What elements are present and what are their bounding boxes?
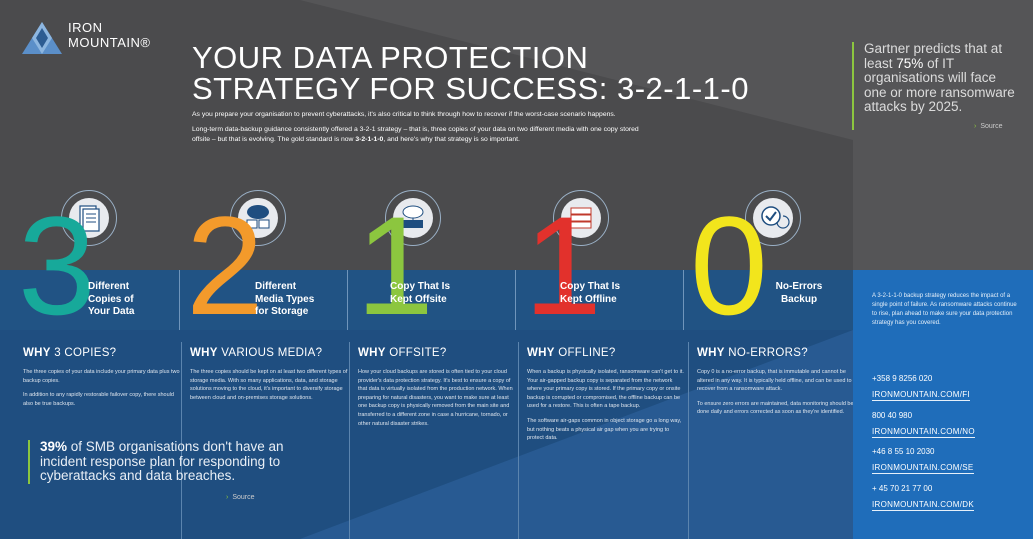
gartner-stat: Gartner predicts that at least 75% of IT… bbox=[864, 41, 1015, 114]
brand-name: IRON MOUNTAIN® bbox=[68, 20, 151, 50]
why-paragraph: The three copies should be kept on at le… bbox=[190, 369, 348, 401]
step-number: 1 bbox=[524, 187, 602, 344]
step-icon-ring bbox=[553, 190, 609, 246]
step-icon-ring bbox=[61, 190, 117, 246]
step-number: 1 bbox=[356, 187, 434, 344]
gartner-source-link[interactable]: ›Source bbox=[974, 122, 1003, 130]
intro-paragraph-2: Long-term data-backup guidance consisten… bbox=[192, 126, 639, 143]
contact-phone[interactable]: +46 8 55 10 2030 bbox=[872, 447, 935, 456]
why-column: WHY NO-ERRORS? Copy 0 is a no-error backu… bbox=[697, 346, 857, 423]
step-cell bbox=[516, 270, 684, 330]
tape-stack-icon bbox=[570, 207, 592, 229]
title-line-2: STRATEGY FOR SUCCESS: 3-2-1-1-0 bbox=[192, 71, 749, 106]
contact-block: + 45 70 21 77 00 IRONMOUNTAIN.COM/DK bbox=[872, 484, 1022, 512]
step-cell bbox=[180, 270, 348, 330]
intro-paragraph-1: As you prepare your organisation to prev… bbox=[192, 111, 616, 118]
contact-url-link[interactable]: IRONMOUNTAIN.COM/NO bbox=[872, 427, 975, 438]
contact-url-link[interactable]: IRONMOUNTAIN.COM/SE bbox=[872, 463, 974, 474]
step-cell bbox=[0, 270, 180, 330]
step-cell bbox=[348, 270, 516, 330]
contact-sidebar: A 3-2-1-1-0 backup strategy reduces the … bbox=[853, 270, 1033, 539]
document-stack-icon bbox=[79, 205, 100, 232]
smb-stat: 39% of SMB organisations don't have an i… bbox=[40, 439, 284, 483]
gartner-callout: Gartner predicts that at least 75% of IT… bbox=[852, 41, 1022, 130]
intro-text: As you prepare your organisation to prev… bbox=[192, 110, 647, 150]
why-heading: WHY NO-ERRORS? bbox=[697, 347, 808, 359]
cloud-storage-icon bbox=[246, 205, 270, 229]
title-line-1: YOUR DATA PROTECTION bbox=[192, 40, 589, 75]
why-heading: WHY OFFSITE? bbox=[358, 347, 447, 359]
why-column: WHY OFFLINE? When a backup is physically … bbox=[527, 346, 687, 449]
mountain-logo-icon bbox=[22, 22, 62, 54]
why-paragraph: Copy 0 is a no-error backup, that is imm… bbox=[697, 369, 852, 393]
steps-band bbox=[0, 270, 853, 330]
why-column: WHY VARIOUS MEDIA? The three copies shoul… bbox=[190, 346, 350, 408]
contact-url-link[interactable]: IRONMOUNTAIN.COM/DK bbox=[872, 500, 974, 511]
chevron-right-icon: › bbox=[226, 494, 229, 501]
step-number: 2 bbox=[186, 187, 264, 344]
iron-mountain-logo[interactable]: IRON MOUNTAIN® bbox=[22, 20, 162, 56]
step-number: 3 bbox=[18, 187, 96, 344]
contact-phone[interactable]: 800 40 980 bbox=[872, 411, 913, 420]
step-icon-ring bbox=[385, 190, 441, 246]
column-divider bbox=[688, 342, 689, 539]
chevron-right-icon: › bbox=[974, 122, 977, 130]
page-title: YOUR DATA PROTECTION STRATEGY FOR SUCCES… bbox=[192, 42, 752, 104]
why-column: WHY OFFSITE? How your cloud backups are s… bbox=[358, 346, 518, 434]
why-paragraph: The software air-gaps common in object s… bbox=[527, 417, 682, 442]
smb-source-link[interactable]: ›Source bbox=[226, 494, 255, 501]
why-paragraph: How your cloud backups are stored is oft… bbox=[358, 369, 513, 427]
why-heading: WHY VARIOUS MEDIA? bbox=[190, 347, 323, 359]
cloud-network-icon bbox=[402, 205, 424, 228]
why-paragraph: The three copies of your data include yo… bbox=[23, 369, 180, 384]
step-icon-ring bbox=[745, 190, 801, 246]
column-divider bbox=[349, 342, 350, 539]
why-heading: WHY OFFLINE? bbox=[527, 347, 616, 359]
sidebar-blurb: A 3-2-1-1-0 backup strategy reduces the … bbox=[872, 293, 1017, 326]
why-heading: WHY 3 COPIES? bbox=[23, 347, 117, 359]
why-column: WHY 3 COPIES? The three copies of your da… bbox=[23, 346, 183, 414]
check-refresh-icon bbox=[761, 206, 790, 229]
why-paragraph: In addition to any rapidly restorable fa… bbox=[23, 392, 174, 407]
column-divider bbox=[181, 342, 182, 539]
step-icon-ring bbox=[230, 190, 286, 246]
smb-stat-callout: 39% of SMB organisations don't have an i… bbox=[28, 439, 288, 501]
step-number: 0 bbox=[690, 187, 768, 344]
why-paragraph: To ensure zero errors are maintained, da… bbox=[697, 400, 854, 416]
column-divider bbox=[518, 342, 519, 539]
why-paragraph: When a backup is physically isolated, ra… bbox=[527, 369, 684, 410]
contact-phone[interactable]: + 45 70 21 77 00 bbox=[872, 484, 933, 493]
contact-url-link[interactable]: IRONMOUNTAIN.COM/FI bbox=[872, 390, 970, 401]
contact-phone[interactable]: +358 9 8256 020 bbox=[872, 374, 933, 383]
